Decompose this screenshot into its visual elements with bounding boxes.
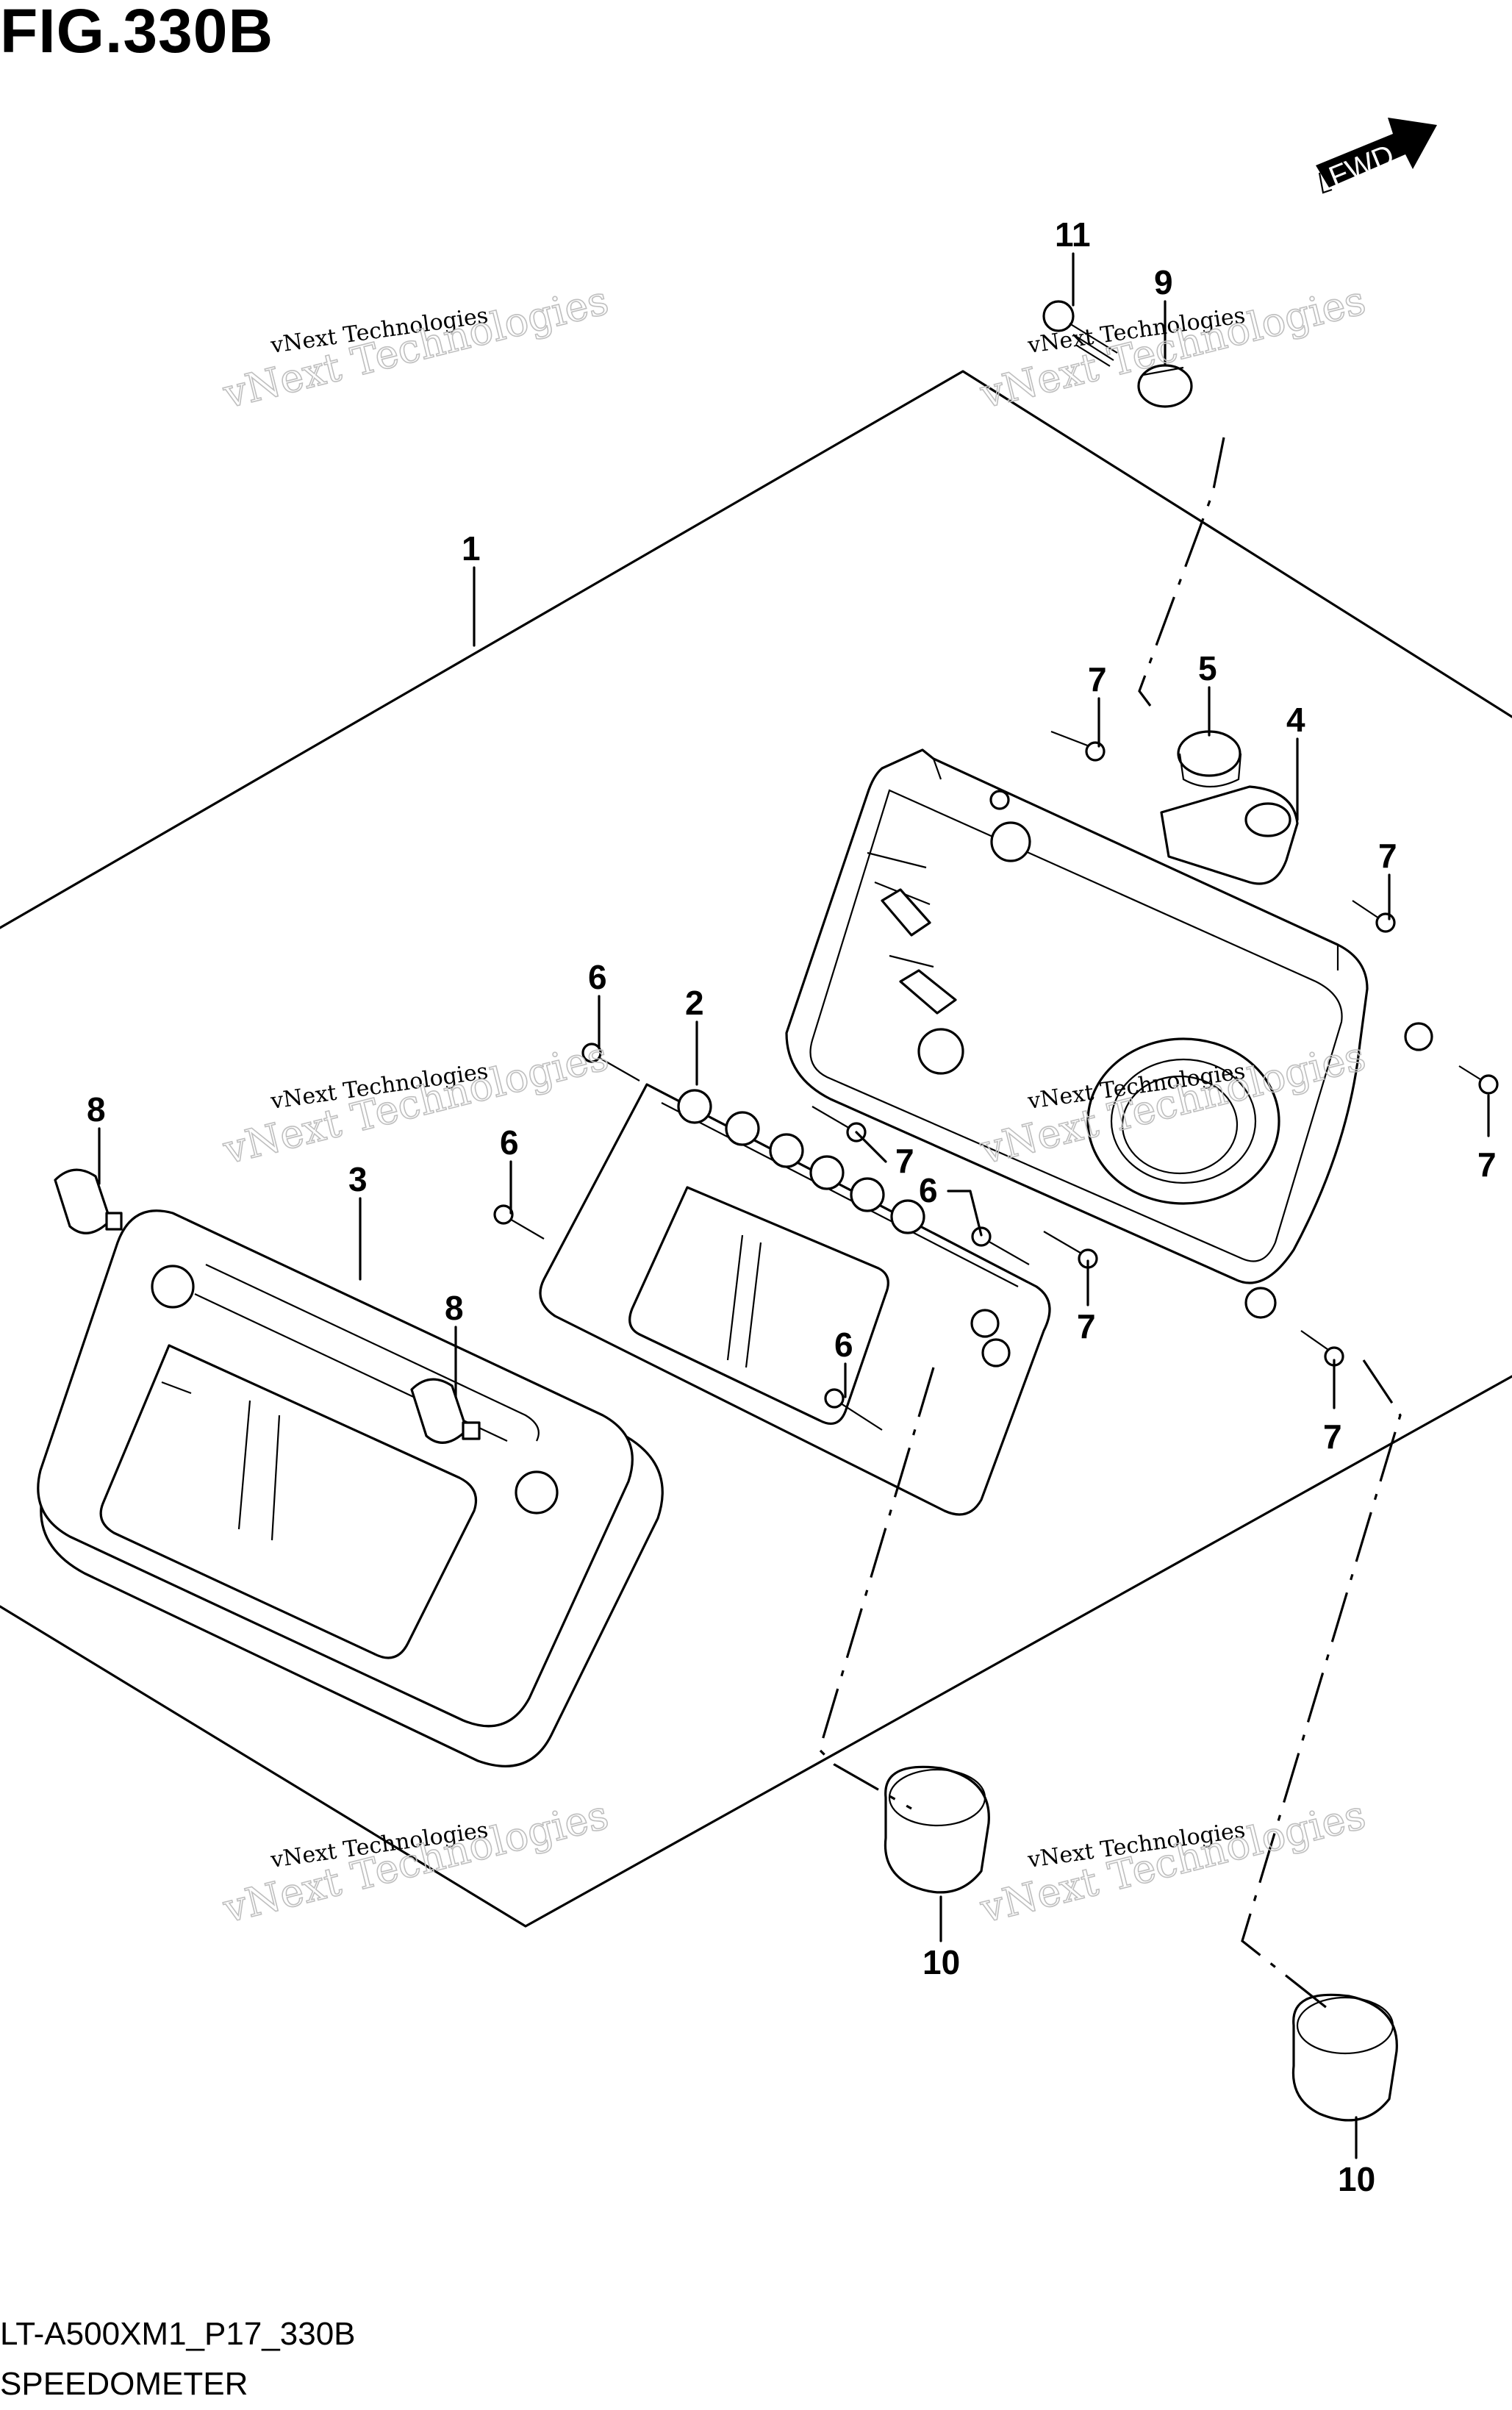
callout-6c: 6 xyxy=(919,1171,938,1209)
callout-2: 2 xyxy=(685,984,704,1022)
callout-7c: 7 xyxy=(1477,1145,1497,1184)
callout-8b: 8 xyxy=(445,1289,464,1327)
callout-7b: 7 xyxy=(1378,837,1397,875)
forward-direction-arrow: FWD xyxy=(1316,118,1437,194)
callout-4: 4 xyxy=(1286,701,1305,739)
callout-6b: 6 xyxy=(500,1123,519,1162)
callout-7f: 7 xyxy=(1323,1417,1342,1456)
screws-6 xyxy=(493,1043,1030,1431)
callout-7d: 7 xyxy=(895,1142,914,1180)
callout-5: 5 xyxy=(1198,649,1217,687)
callout-7e: 7 xyxy=(1077,1307,1096,1345)
callout-1: 1 xyxy=(462,529,481,568)
section-name: SPEEDOMETER xyxy=(0,2366,248,2402)
cap-9 xyxy=(1137,364,1193,408)
callout-9: 9 xyxy=(1154,263,1173,301)
figure-title: FIG.330B xyxy=(0,0,274,65)
callout-7a: 7 xyxy=(1088,660,1107,698)
meter-housing xyxy=(785,730,1433,1319)
callout-6a: 6 xyxy=(588,958,607,996)
assembly-guides xyxy=(818,437,1402,2012)
leader-lines xyxy=(98,252,1490,2159)
screw-11 xyxy=(1042,300,1118,367)
diagram-code: LT-A500XM1_P17_330B xyxy=(0,2316,356,2352)
callout-11: 11 xyxy=(1055,215,1091,254)
bolt-8b xyxy=(410,1378,481,1444)
bolt-8a xyxy=(54,1168,123,1234)
callout-6d: 6 xyxy=(834,1326,853,1364)
assembly-outline xyxy=(0,370,1512,1928)
callout-3: 3 xyxy=(348,1160,368,1198)
grommets-10 xyxy=(884,1765,1398,2122)
callout-10a: 10 xyxy=(922,1943,960,1981)
callout-10b: 10 xyxy=(1338,2160,1375,2198)
callout-8a: 8 xyxy=(87,1090,106,1129)
front-cover xyxy=(37,1209,664,1767)
callout-labels: 1 2 3 4 5 6 6 6 6 7 7 7 7 7 7 7 8 8 9 10… xyxy=(87,215,1497,2198)
